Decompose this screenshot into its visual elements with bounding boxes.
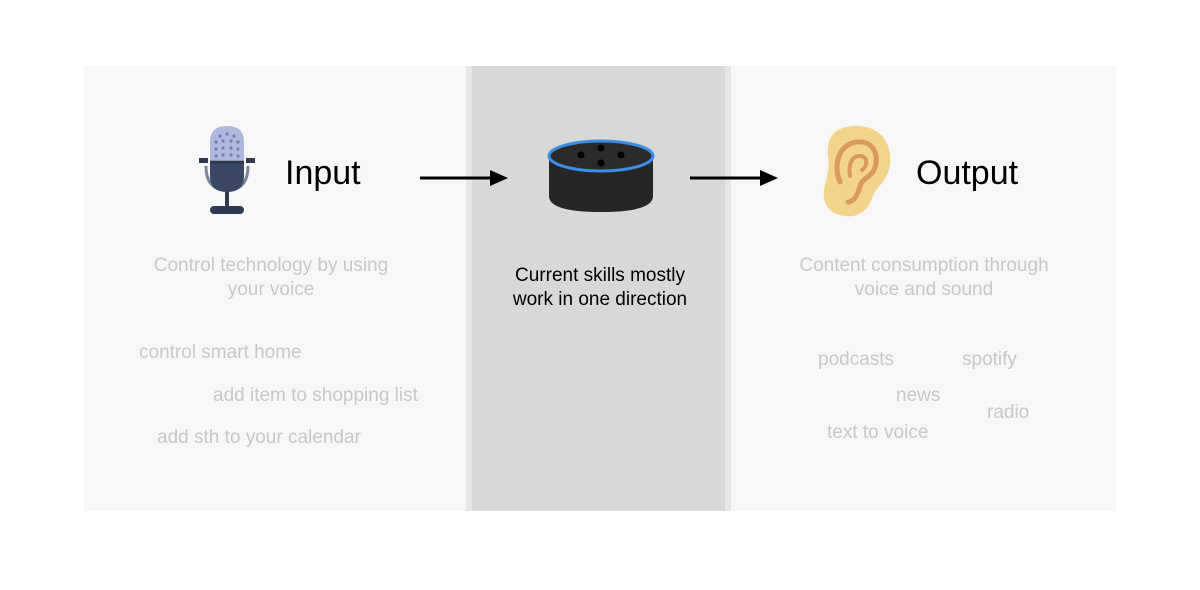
output-description: Content consumption through voice and so… (774, 254, 1074, 302)
arrow-right-icon (690, 169, 780, 187)
output-example: news (896, 385, 941, 406)
input-example: add item to shopping list (213, 385, 418, 406)
input-description-line: Control technology by using (153, 255, 389, 276)
divider (725, 66, 731, 511)
input-example: control smart home (139, 342, 302, 363)
output-example: text to voice (827, 422, 929, 443)
microphone-icon (196, 124, 258, 220)
output-example: spotify (962, 349, 1017, 370)
output-description-line: Content consumption through (799, 255, 1049, 276)
output-heading: Output (916, 154, 1019, 192)
output-panel (731, 66, 1116, 511)
arrow-right-icon (420, 169, 510, 187)
ear-icon (820, 124, 894, 220)
skills-description-line: Current skills mostly (515, 265, 685, 286)
input-panel (84, 66, 466, 511)
input-example: add sth to your calendar (157, 427, 361, 448)
skills-description-line: work in one direction (512, 289, 688, 310)
divider (466, 66, 472, 511)
input-description: Control technology by using your voice (121, 254, 421, 302)
output-example: podcasts (818, 349, 895, 370)
output-example: radio (987, 402, 1030, 423)
input-heading: Input (285, 154, 361, 192)
skills-description: Current skills mostly work in one direct… (475, 264, 725, 312)
input-description-line: your voice (227, 279, 315, 300)
smart-speaker-icon (545, 138, 657, 216)
output-description-line: voice and sound (854, 279, 994, 300)
